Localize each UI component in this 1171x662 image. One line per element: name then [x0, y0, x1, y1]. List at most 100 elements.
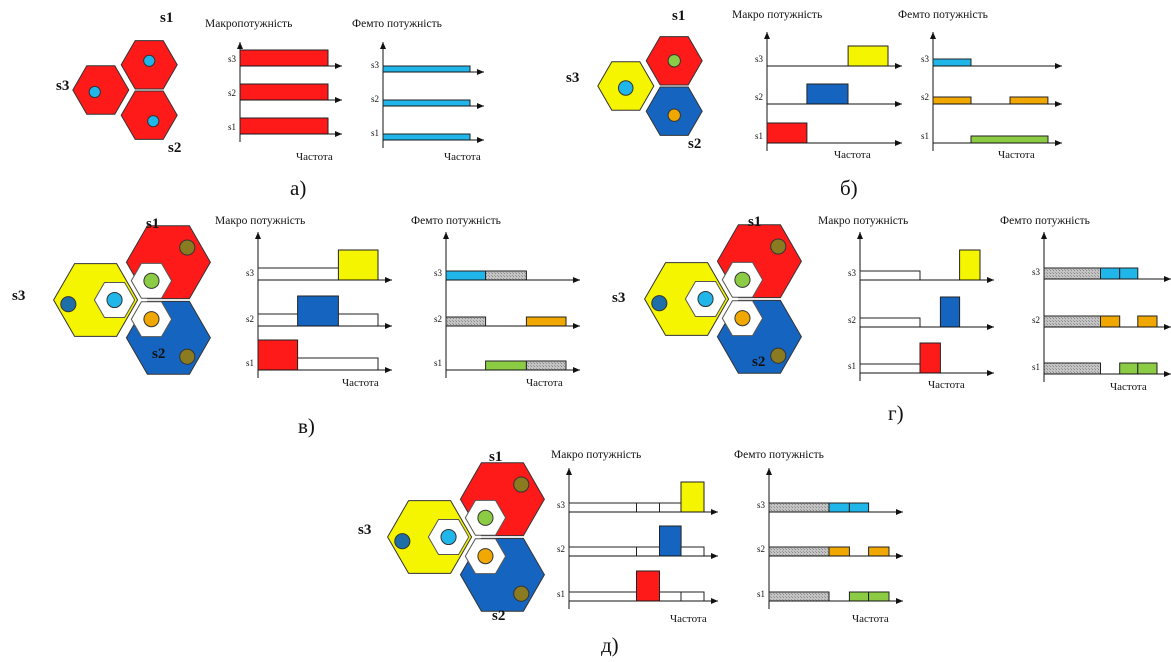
- band-s3-white: [568, 502, 637, 513]
- row-label-s1: s1: [434, 358, 442, 368]
- band-s3-white: [659, 502, 682, 513]
- macro-power-title: Макропотужність: [205, 18, 292, 30]
- row-label-s2: s2: [246, 314, 254, 324]
- row-label-s2: s2: [228, 88, 236, 98]
- macro-power-title: Макро потужність: [732, 9, 822, 21]
- frequency-label: Частота: [526, 377, 563, 389]
- row-label-s2: s2: [1032, 315, 1040, 325]
- band-s2-white: [859, 317, 921, 328]
- macro-cell-s2: [120, 90, 178, 140]
- femto-ue-orange: [477, 548, 494, 565]
- band-s2-orange: [1100, 315, 1121, 328]
- band-s1-light_blue: [382, 133, 471, 141]
- edge-ue-s1: [513, 476, 530, 493]
- band-s2-orange: [525, 316, 567, 327]
- row-label-s3: s3: [757, 500, 766, 510]
- row-label-s1: s1: [757, 589, 765, 599]
- band-s1-green: [1137, 362, 1158, 375]
- band-s3-yellow: [847, 45, 889, 67]
- band-s1-red: [239, 117, 329, 135]
- band-s3-light_blue: [828, 502, 850, 513]
- edge-ue-s3: [60, 296, 77, 313]
- ue-s2: [667, 108, 681, 122]
- ue-s1: [143, 54, 156, 67]
- row-label-s2: s2: [921, 92, 929, 102]
- frequency-label: Частота: [296, 151, 333, 163]
- row-label-s2: s2: [371, 94, 379, 104]
- panel-a: s1s2s3Макропотужністьs3s2s1ЧастотаФемто …: [56, 10, 484, 200]
- row-label-s1: s1: [246, 358, 254, 368]
- macro-power-title: Макро потужність: [215, 215, 305, 227]
- femto-ue-orange: [143, 311, 160, 328]
- band-s1-red: [766, 122, 808, 144]
- edge-ue-s1: [770, 238, 787, 255]
- row-label-s3: s3: [921, 54, 930, 64]
- band-s3-light_blue: [848, 502, 870, 513]
- femto-ue-blue: [106, 291, 123, 309]
- band-s1-hatch: [1043, 362, 1101, 375]
- frequency-label: Частота: [444, 151, 481, 163]
- band-s2-blue: [939, 296, 961, 328]
- band-s1-white: [859, 363, 921, 374]
- cell-label-s2: s2: [168, 140, 181, 156]
- band-s1-red: [257, 339, 299, 371]
- band-s3-hatch: [1043, 267, 1101, 280]
- panel-caption: а): [290, 176, 306, 200]
- band-s2-hatch: [445, 316, 487, 327]
- ue-s1: [667, 54, 681, 68]
- band-s3-light_blue: [932, 58, 972, 67]
- row-label-s1: s1: [228, 122, 236, 132]
- band-s3-white: [636, 502, 660, 513]
- macro-power-title: Макро потужність: [818, 215, 908, 227]
- band-s1-white: [680, 591, 705, 602]
- band-s2-white: [636, 546, 660, 557]
- cell-label-s3: s3: [56, 78, 69, 94]
- ue-s3: [617, 80, 634, 96]
- band-s2-orange: [1009, 96, 1049, 105]
- band-s1-hatch: [525, 360, 567, 371]
- band-s3-hatch: [768, 502, 830, 513]
- band-s2-orange: [828, 546, 850, 557]
- row-label-s3: s3: [755, 54, 764, 64]
- band-s1-hatch: [768, 591, 830, 602]
- band-s1-green: [970, 135, 1049, 144]
- edge-ue-s3: [394, 533, 411, 550]
- femto-power-title: Фемто потужність: [352, 18, 442, 30]
- band-s2-blue: [297, 295, 339, 327]
- frequency-label: Частота: [834, 149, 871, 161]
- edge-ue-s3: [651, 295, 668, 312]
- row-label-s1: s1: [921, 131, 929, 141]
- panel-caption: г): [888, 401, 904, 425]
- cell-label-s3: s3: [566, 70, 579, 86]
- band-s3-light_blue: [382, 65, 471, 73]
- row-label-s3: s3: [434, 268, 443, 278]
- row-label-s3: s3: [228, 54, 237, 64]
- row-label-s1: s1: [557, 589, 565, 599]
- femto-ue-green: [477, 509, 494, 526]
- cell-label-s2: s2: [152, 346, 165, 362]
- edge-ue-s2: [770, 347, 787, 364]
- edge-ue-s2: [513, 585, 530, 602]
- row-label-s3: s3: [848, 268, 857, 278]
- band-s2-white: [568, 546, 637, 557]
- frequency-label: Частота: [342, 377, 379, 389]
- row-label-s2: s2: [848, 315, 856, 325]
- band-s3-light_blue: [1100, 267, 1121, 280]
- band-s2-red: [239, 83, 329, 101]
- row-label-s3: s3: [371, 60, 380, 70]
- row-label-s2: s2: [434, 314, 442, 324]
- band-s1-green: [1119, 362, 1139, 375]
- edge-ue-s1: [179, 239, 196, 256]
- band-s2-white: [680, 546, 705, 557]
